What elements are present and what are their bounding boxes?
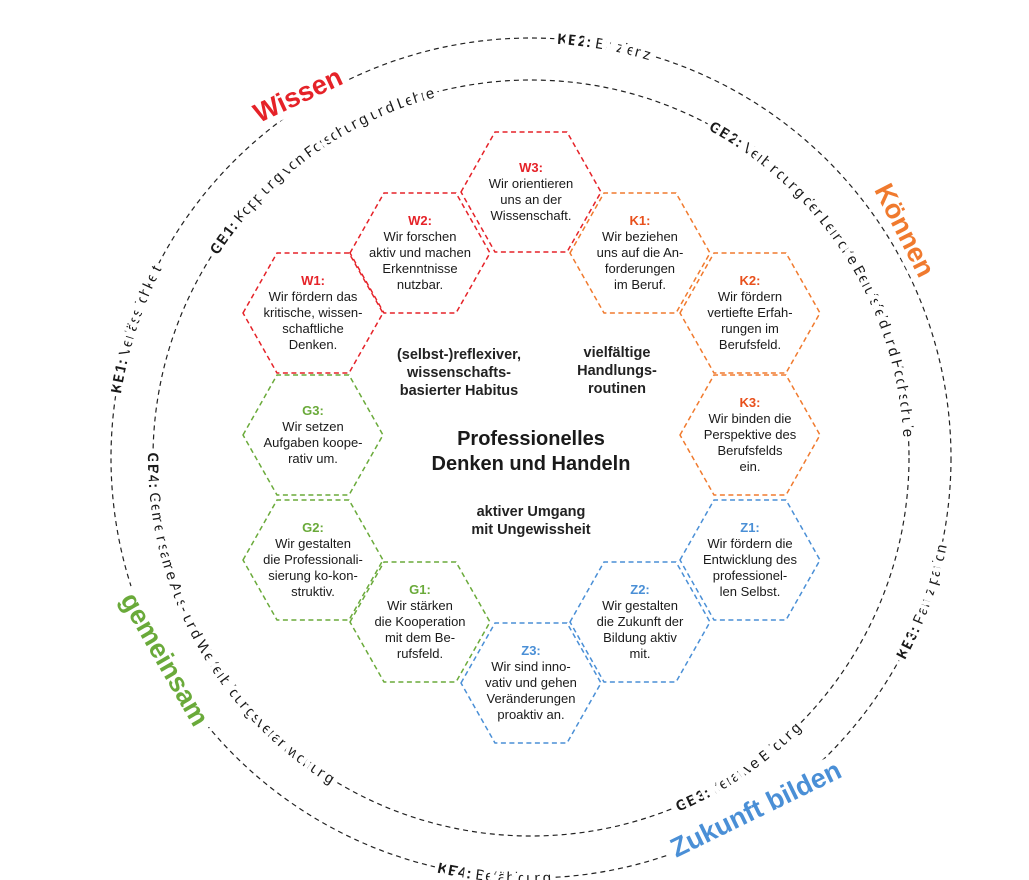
hexagon-code: W3: (519, 160, 543, 175)
hexagon-statement: Wir setzen Aufgaben koope- rativ um. (263, 419, 363, 466)
hexagon-k3 (679, 374, 821, 496)
ring-label-ke1: KE1: Verlässlichkeit (108, 262, 165, 394)
hexagon-w1 (242, 252, 384, 374)
hexagon-statement: Wir binden die Perspektive des Berufsfel… (703, 411, 797, 474)
outer-ring (110, 37, 952, 879)
hexagon-w3 (460, 131, 602, 253)
hexagon-code: W2: (408, 213, 432, 228)
hexagon-z2 (569, 561, 711, 683)
hexagon-code: G1: (409, 582, 431, 597)
hexagon-text-k2: K2:Wir fördern vertiefte Erfah- rungen i… (688, 273, 812, 353)
hexagon-layer (242, 131, 821, 744)
center-title: Professionelles Denken und Handeln (431, 428, 631, 475)
hexagon-statement: Wir forschen aktiv und machen Erkenntnis… (369, 229, 471, 292)
hexagon-statement: Wir stärken die Kooperation mit dem Be- … (374, 598, 466, 661)
hexagon-z1 (679, 499, 821, 621)
hexagon-code: G2: (302, 520, 324, 535)
hexagon-text-k3: K3:Wir binden die Perspektive des Berufs… (688, 395, 812, 475)
hexagon-g1 (349, 561, 491, 683)
hexagon-w2 (349, 192, 491, 314)
ring-label-ke2: KE2: Effizienz (557, 30, 653, 63)
hexagon-code: G3: (302, 403, 324, 418)
hexagon-text-z2: Z2:Wir gestalten die Zukunft der Bildung… (578, 582, 702, 662)
hexagon-statement: Wir fördern vertiefte Erfah- rungen im B… (707, 289, 793, 352)
hexagon-k1 (569, 192, 711, 314)
hexagon-statement: Wir beziehen uns auf die An- forderungen… (596, 229, 684, 292)
hexagon-text-w1: W1:Wir fördern das kritische, wissen- sc… (251, 273, 375, 353)
hexagon-statement: Wir sind inno- vativ und gehen Veränderu… (485, 659, 577, 722)
hexagon-g2 (242, 499, 384, 621)
center-habitus: (selbst-)reflexiver, wissenschafts- basi… (396, 347, 522, 399)
hexagon-text-g3: G3:Wir setzen Aufgaben koope- rativ um. (251, 403, 375, 467)
hexagon-k2 (679, 252, 821, 374)
hexagon-text-k1: K1:Wir beziehen uns auf die An- forderun… (578, 213, 702, 293)
hexagon-code: K2: (739, 273, 761, 288)
hexagon-z3 (460, 622, 602, 744)
hexagon-statement: Wir orientieren uns an der Wissenschaft. (488, 176, 574, 223)
hexagon-code: Z1: (740, 520, 760, 535)
hexagon-code: Z2: (630, 582, 650, 597)
hexagon-code: Z3: (521, 643, 541, 658)
inner-ring (152, 79, 910, 837)
ring-label-ke4: KE4: Befähigung (436, 859, 551, 880)
hexagon-text-w3: W3:Wir orientieren uns an der Wissenscha… (469, 160, 593, 224)
hexagon-text-z3: Z3:Wir sind inno- vativ und gehen Veränd… (469, 643, 593, 723)
center-routinen: vielfältige Handlungs- routinen (577, 345, 657, 397)
hexagon-code: K1: (629, 213, 651, 228)
hexagon-statement: Wir fördern die Entwicklung des professi… (703, 536, 797, 599)
hexagon-statement: Wir fördern das kritische, wissen- schaf… (263, 289, 363, 352)
ring-label-ke3: KE3: Partizipation (893, 543, 950, 662)
hexagon-g3 (242, 374, 384, 496)
center-ungewissheit: aktiver Umgang mit Ungewissheit (471, 504, 591, 538)
hexagon-text-g2: G2:Wir gestalten die Professionali- sier… (251, 520, 375, 600)
hexagon-text-z1: Z1:Wir fördern die Entwicklung des profe… (688, 520, 812, 600)
hexagon-code: W1: (301, 273, 325, 288)
hexagon-text-w2: W2:Wir forschen aktiv und machen Erkennt… (358, 213, 482, 293)
hexagon-statement: Wir gestalten die Zukunft der Bildung ak… (596, 598, 684, 661)
hexagon-text-g1: G1:Wir stärken die Kooperation mit dem B… (358, 582, 482, 662)
hexagon-statement: Wir gestalten die Professionali- sierung… (263, 536, 363, 599)
hexagon-code: K3: (739, 395, 761, 410)
